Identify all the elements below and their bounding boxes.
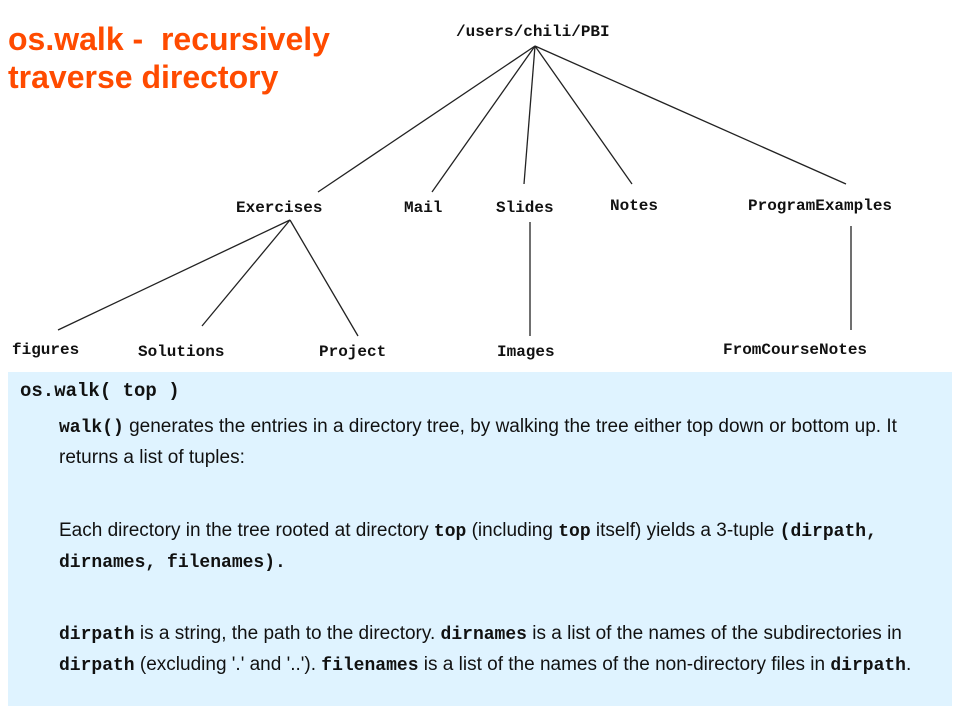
text-dirnames-desc: is a list of the names of the subdirecto… [526, 623, 902, 644]
tree-node-project: Project [319, 343, 386, 361]
slide-title-line1: os.walk - recursively [8, 21, 330, 57]
explanation-panel: os.walk( top ) walk() generates the entr… [8, 372, 952, 706]
code-dirpath: dirpath [59, 625, 135, 645]
code-dirpath-2: dirpath [59, 656, 135, 676]
tree-node-solutions: Solutions [138, 343, 224, 361]
text-including: (including [466, 520, 559, 541]
code-filenames: filenames [321, 656, 419, 676]
edge-exercises-figures [57, 219, 291, 331]
edge-root-notes [534, 45, 633, 185]
directory-tree-diagram: /users/chili/PBI Exercises Mail Slides N… [12, 23, 892, 361]
paragraph-tuple-description: Each directory in the tree rooted at dir… [59, 516, 939, 578]
edge-exercises-solutions [201, 219, 291, 327]
code-top: top [433, 522, 467, 542]
text-walk-description: generates the entries in a directory tre… [59, 416, 897, 468]
text-period: . [905, 654, 912, 675]
code-dirpath-3: dirpath [830, 656, 906, 676]
tree-root-label: /users/chili/PBI [456, 23, 610, 41]
code-top-itself: top [558, 522, 591, 542]
tree-node-mail: Mail [404, 199, 442, 217]
tree-node-programexamples: ProgramExamples [748, 197, 892, 215]
edge-root-mail [431, 45, 536, 193]
text-filenames-desc: is a list of the names of the non-direct… [418, 654, 831, 675]
tree-node-slides: Slides [496, 199, 554, 217]
tree-node-figures: figures [12, 341, 79, 359]
tree-node-exercises: Exercises [236, 199, 322, 217]
slide-title-line2: traverse directory [8, 59, 279, 95]
function-signature: os.walk( top ) [20, 380, 180, 402]
tree-node-notes: Notes [610, 197, 658, 215]
paragraph-tuple-fields: dirpath is a string, the path to the dir… [59, 619, 939, 681]
text-dirpath-desc: is a string, the path to the directory. [134, 623, 441, 644]
text-each-directory: Each directory in the tree rooted at dir… [59, 520, 434, 541]
text-excluding: (excluding '.' and '..'). [134, 654, 322, 675]
code-dirnames: dirnames [440, 625, 527, 645]
code-tuple: (dirpath, dirnames, filenames). [59, 522, 877, 573]
edge-exercises-project [289, 219, 359, 337]
tree-node-fromcoursenotes: FromCourseNotes [723, 341, 867, 359]
tree-node-images: Images [497, 343, 555, 361]
text-yields: itself) yields a 3-tuple [590, 520, 780, 541]
edge-root-exercises [317, 45, 536, 193]
edge-root-programexamples [534, 45, 847, 185]
code-walk: walk() [59, 418, 124, 438]
edge-root-slides [523, 45, 536, 185]
slide-title: os.walk - recursively traverse directory [8, 20, 330, 96]
paragraph-walk-description: walk() generates the entries in a direct… [59, 412, 939, 472]
